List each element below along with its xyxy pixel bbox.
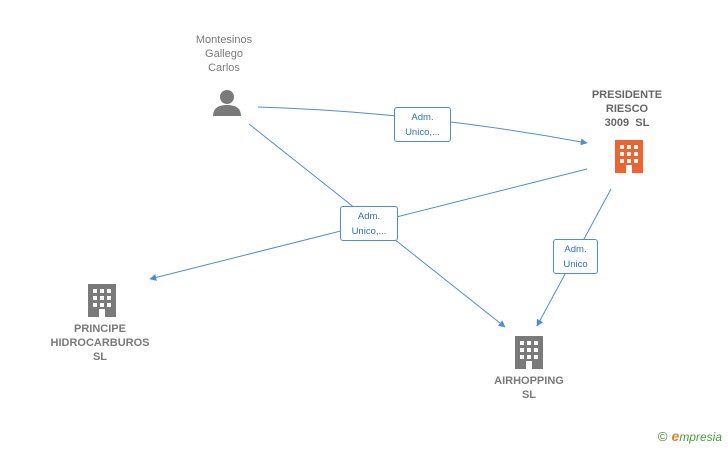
- node-presidente[interactable]: PRESIDENTE RIESCO 3009 SL: [572, 88, 682, 130]
- edge-label-shared[interactable]: Adm. Unico,...: [340, 206, 398, 241]
- brand-logo-initial: e: [671, 428, 680, 444]
- node-label-line: HIDROCARBUROS: [50, 337, 150, 349]
- building-icon-presidente: [615, 140, 643, 173]
- copyright-symbol: ©: [657, 429, 668, 444]
- edge-label-line: Unico: [563, 259, 588, 270]
- edge-label-line: Adm.: [564, 244, 587, 255]
- node-principe[interactable]: PRINCIPE HIDROCARBUROS SL: [40, 322, 160, 364]
- node-label-line: AIRHOPPING: [494, 375, 564, 387]
- node-label-line: Carlos: [208, 62, 240, 74]
- person-icon: [213, 90, 241, 116]
- edge-label-presidente-airhopping[interactable]: Adm. Unico: [553, 239, 598, 274]
- brand-watermark: ©empresia: [658, 428, 722, 444]
- node-label-line: 3009 SL: [604, 117, 650, 129]
- node-label-line: PRINCIPE: [74, 323, 126, 335]
- building-icon-principe: [88, 284, 116, 317]
- node-label-line: PRESIDENTE: [591, 89, 663, 101]
- edge-label-line: Adm.: [357, 211, 381, 222]
- node-label-line: Gallego: [205, 48, 243, 60]
- edge-label-line: Unico,...: [405, 127, 440, 138]
- node-montesinos[interactable]: Montesinos Gallego Carlos: [172, 33, 276, 75]
- edge-label-line: Adm.: [411, 112, 434, 123]
- node-label-line: SL: [521, 389, 537, 401]
- building-icon-airhopping: [515, 336, 543, 369]
- node-label-line: RIESCO: [605, 103, 649, 115]
- node-label-line: Montesinos: [195, 34, 253, 46]
- node-label-line: SL: [92, 351, 108, 363]
- edge-label-line: Unico,...: [351, 226, 387, 237]
- node-airhopping[interactable]: AIRHOPPING SL: [479, 374, 579, 402]
- edge-label-montesinos-presidente[interactable]: Adm. Unico,...: [394, 107, 451, 142]
- brand-name: mpresia: [679, 430, 722, 444]
